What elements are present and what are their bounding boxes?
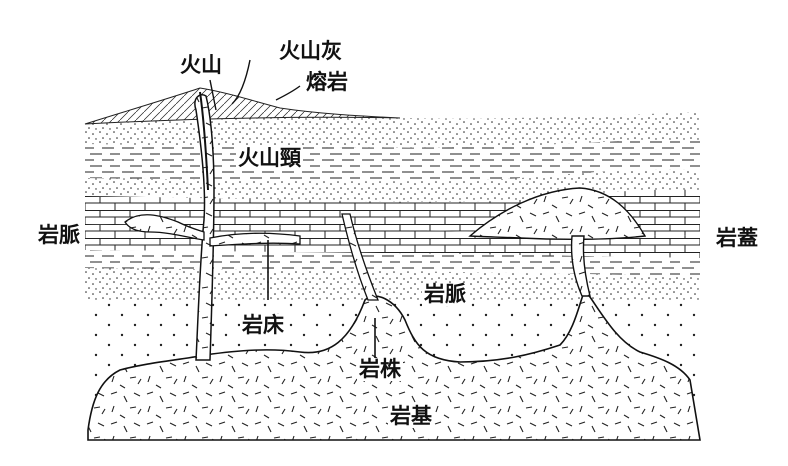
intrusions [124,59,647,361]
sill-body [209,232,301,247]
laccolith-feeder [570,235,591,297]
label-lava: 熔岩 [306,70,348,94]
lower-sandstone-band [85,268,700,300]
lower-shale-band [85,250,700,276]
lower-limestone-band [85,224,700,258]
upper-sandstone-band [85,112,700,148]
label-volcanic-neck: 火山頸 [236,146,303,171]
lava-pointer [275,85,301,101]
label-dike-left: 岩脈 [36,223,82,248]
cone-conduit [199,91,209,191]
volcanic-neck [194,94,215,361]
volcano-pointer [209,79,217,111]
label-laccolith: 岩蓋 [714,226,760,251]
label-volcanic-ash: 火山灰 [279,39,342,63]
label-volcano: 火山 [180,53,222,77]
label-batholith: 岩基 [388,404,434,429]
center-dike [341,213,379,301]
label-dike-center: 岩脈 [422,282,468,307]
laccolith-body [468,187,647,241]
label-stock: 岩株 [357,357,403,382]
left-dike [124,214,205,241]
volcanic-cone [84,87,401,125]
label-sill: 岩床 [240,313,286,338]
ash-pointer [231,59,251,105]
